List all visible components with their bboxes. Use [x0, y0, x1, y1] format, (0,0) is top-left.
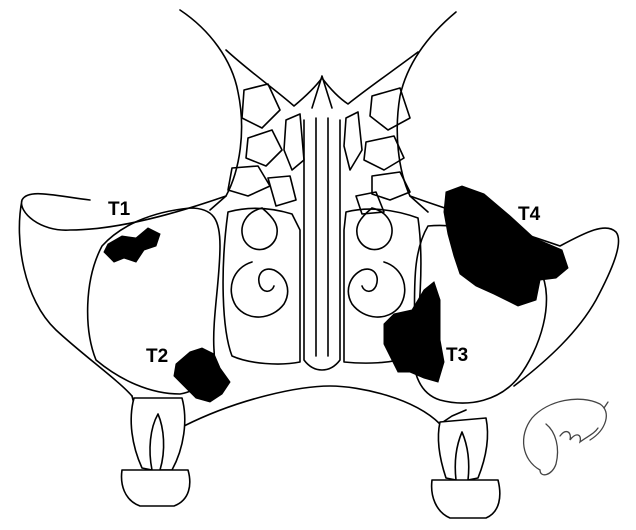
artist-signature — [524, 399, 608, 475]
left-middle-turbinate — [242, 208, 277, 250]
right-inferior-turbinate — [348, 262, 404, 317]
left-inferior-turbinate — [231, 262, 287, 317]
crista-galli — [312, 76, 332, 108]
nasal-septum — [304, 118, 340, 370]
left-tooth-crown — [122, 470, 190, 506]
label-t4: T4 — [518, 204, 541, 225]
label-t3: T3 — [446, 345, 468, 366]
right-tooth — [438, 418, 487, 480]
left-nasal-cavity — [223, 208, 300, 364]
right-ethmoid-cells — [344, 88, 410, 214]
left-tooth — [131, 398, 185, 470]
lesion-t1 — [104, 228, 160, 262]
label-t1: T1 — [108, 199, 131, 220]
label-t2: T2 — [146, 346, 168, 367]
right-tooth-crown — [432, 480, 500, 518]
lesion-t4 — [444, 186, 568, 306]
skull-outline — [180, 10, 456, 212]
